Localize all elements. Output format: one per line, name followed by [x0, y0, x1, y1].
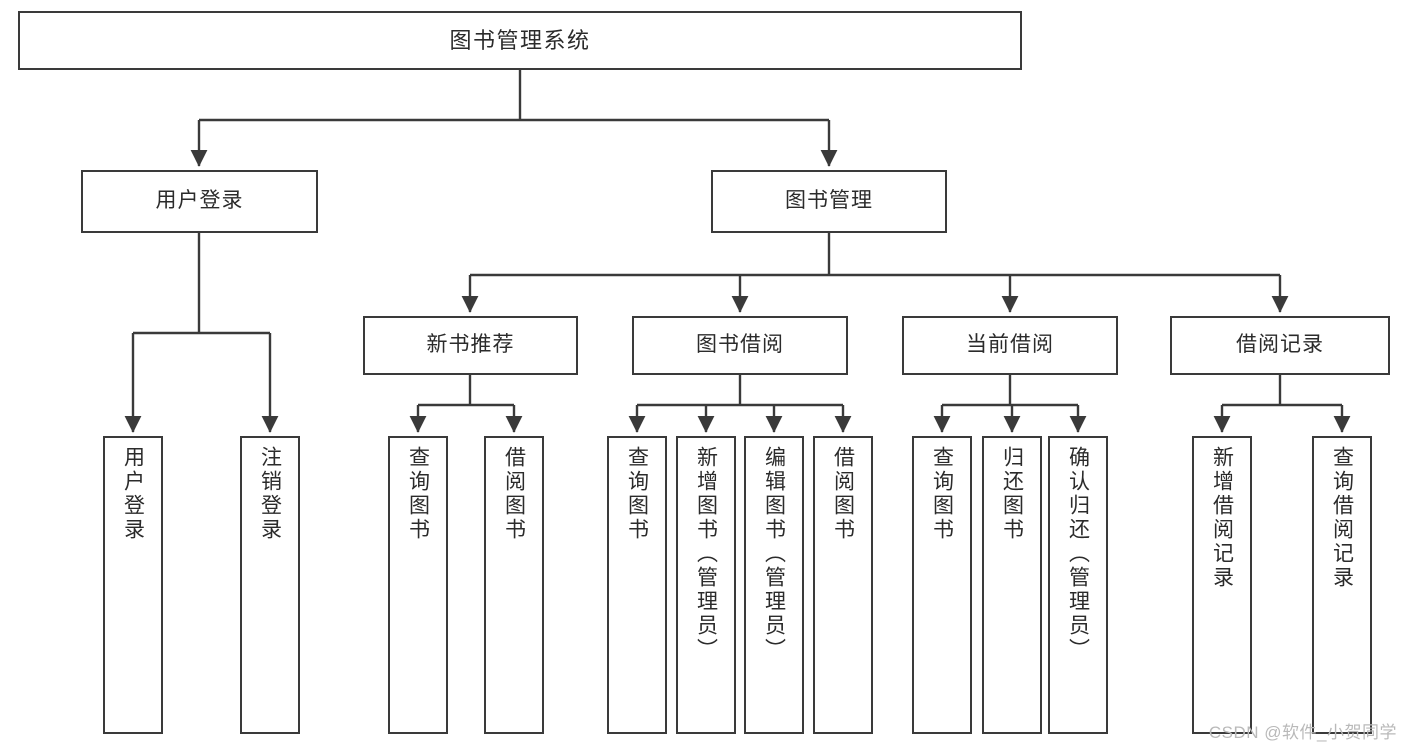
node-book-management[interactable]: 图书管理 — [711, 170, 947, 233]
leaf-record-query-record[interactable]: 查询借阅记录 — [1312, 436, 1372, 734]
node-label: 用户登录 — [121, 446, 145, 542]
node-label: 查询图书 — [625, 446, 649, 542]
watermark: CSDN @软件_小贺同学 — [1208, 723, 1397, 742]
node-user-login[interactable]: 用户登录 — [81, 170, 318, 233]
leaf-recommend-borrow-book[interactable]: 借阅图书 — [484, 436, 544, 734]
node-new-book-recommend[interactable]: 新书推荐 — [363, 316, 578, 375]
node-label: 新增图书（管理员） — [694, 446, 718, 662]
node-label: 借阅记录 — [1236, 333, 1324, 357]
leaf-current-return-book[interactable]: 归还图书 — [982, 436, 1042, 734]
leaf-user-login[interactable]: 用户登录 — [103, 436, 163, 734]
node-label: 借阅图书 — [831, 446, 855, 542]
leaf-record-add-record[interactable]: 新增借阅记录 — [1192, 436, 1252, 734]
node-label: 借阅图书 — [502, 446, 526, 542]
node-label: 归还图书 — [1000, 446, 1024, 542]
leaf-borrow-borrow-book[interactable]: 借阅图书 — [813, 436, 873, 734]
node-label: 图书借阅 — [696, 333, 784, 357]
node-label: 新增借阅记录 — [1210, 446, 1234, 590]
node-label: 注销登录 — [258, 446, 282, 542]
leaf-user-logout[interactable]: 注销登录 — [240, 436, 300, 734]
node-label: 确认归还（管理员） — [1066, 446, 1090, 662]
node-root-system[interactable]: 图书管理系统 — [18, 11, 1022, 70]
node-label: 图书管理 — [785, 189, 873, 213]
node-label: 当前借阅 — [966, 333, 1054, 357]
node-book-borrow[interactable]: 图书借阅 — [632, 316, 848, 375]
node-borrow-record[interactable]: 借阅记录 — [1170, 316, 1390, 375]
leaf-current-confirm-return-admin[interactable]: 确认归还（管理员） — [1048, 436, 1108, 734]
leaf-borrow-add-book-admin[interactable]: 新增图书（管理员） — [676, 436, 736, 734]
node-label: 查询图书 — [930, 446, 954, 542]
node-label: 用户登录 — [155, 189, 244, 213]
leaf-borrow-query-book[interactable]: 查询图书 — [607, 436, 667, 734]
node-label: 新书推荐 — [426, 333, 515, 357]
node-label: 查询图书 — [406, 446, 430, 542]
node-label: 编辑图书（管理员） — [762, 446, 786, 662]
leaf-current-query-book[interactable]: 查询图书 — [912, 436, 972, 734]
leaf-borrow-edit-book-admin[interactable]: 编辑图书（管理员） — [744, 436, 804, 734]
node-current-borrow[interactable]: 当前借阅 — [902, 316, 1118, 375]
node-label: 查询借阅记录 — [1330, 446, 1354, 590]
node-label: 图书管理系统 — [449, 27, 591, 53]
leaf-recommend-query-book[interactable]: 查询图书 — [388, 436, 448, 734]
